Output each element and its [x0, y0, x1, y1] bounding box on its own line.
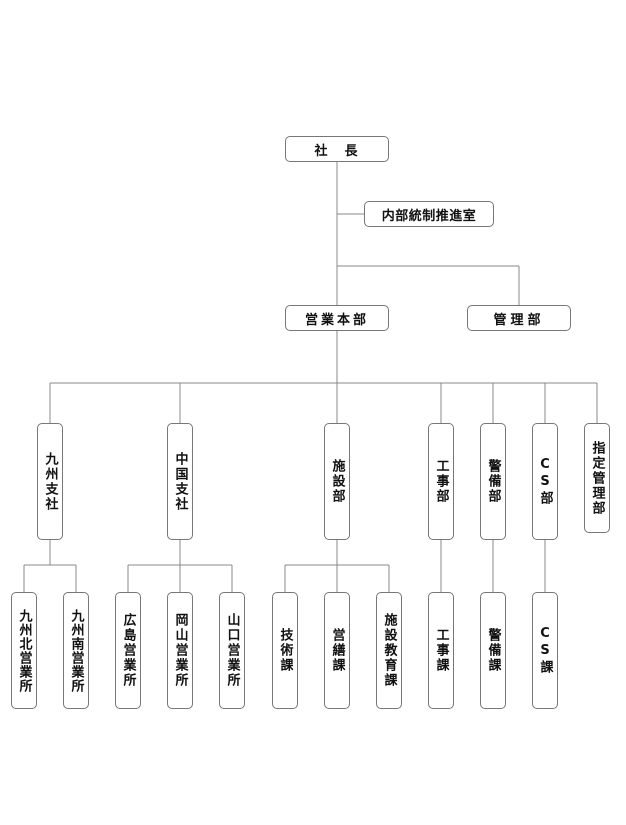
- facilities-dept-box: 施設部: [324, 423, 350, 540]
- security-section-label: 警備課: [485, 628, 501, 673]
- facility-education-section-label: 施設教育課: [381, 613, 397, 688]
- cs-dept-label: CS部: [537, 457, 553, 506]
- designated-mgmt-dept-label: 指定管理部: [589, 440, 605, 516]
- chugoku-branch-label: 中国支社: [172, 451, 188, 512]
- internal-control-office-box: 内部統制推進室: [364, 201, 494, 227]
- security-dept-label: 警備部: [485, 459, 501, 504]
- designated-mgmt-dept-box: 指定管理部: [584, 423, 610, 533]
- kyushu-north-office-label: 九州北営業所: [16, 608, 32, 693]
- chugoku-branch-box: 中国支社: [167, 423, 193, 540]
- tech-section-label: 技術課: [277, 628, 293, 673]
- construction-dept-box: 工事部: [428, 423, 454, 540]
- yamaguchi-office-label: 山口営業所: [224, 613, 240, 688]
- hiroshima-office-box: 広島営業所: [115, 592, 141, 709]
- yamaguchi-office-box: 山口営業所: [219, 592, 245, 709]
- security-section-box: 警備課: [480, 592, 506, 709]
- kyushu-branch-box: 九州支社: [37, 423, 63, 540]
- sales-hq-label: 営業本部: [304, 312, 369, 328]
- facility-education-section-box: 施設教育課: [376, 592, 402, 709]
- internal-control-office-label: 内部統制推進室: [381, 208, 477, 224]
- cs-section-label: CS課: [537, 626, 553, 675]
- cs-dept-box: CS部: [532, 423, 558, 540]
- repair-section-box: 営繕課: [324, 592, 350, 709]
- tech-section-box: 技術課: [272, 592, 298, 709]
- sales-hq-box: 営業本部: [285, 305, 389, 331]
- repair-section-label: 営繕課: [329, 628, 345, 673]
- admin-dept-box: 管理部: [467, 305, 571, 331]
- construction-dept-label: 工事部: [433, 459, 449, 504]
- admin-dept-label: 管理部: [493, 312, 545, 328]
- kyushu-south-office-label: 九州南営業所: [68, 608, 84, 693]
- construction-section-box: 工事課: [428, 592, 454, 709]
- kyushu-north-office-box: 九州北営業所: [11, 592, 37, 709]
- hiroshima-office-label: 広島営業所: [120, 613, 136, 688]
- security-dept-box: 警備部: [480, 423, 506, 540]
- construction-section-label: 工事課: [433, 628, 449, 673]
- president-box: 社 長: [285, 136, 389, 162]
- facilities-dept-label: 施設部: [329, 459, 345, 504]
- cs-section-box: CS課: [532, 592, 558, 709]
- president-label: 社 長: [314, 143, 360, 159]
- kyushu-branch-label: 九州支社: [42, 451, 58, 512]
- kyushu-south-office-box: 九州南営業所: [63, 592, 89, 709]
- okayama-office-label: 岡山営業所: [172, 613, 188, 688]
- okayama-office-box: 岡山営業所: [167, 592, 193, 709]
